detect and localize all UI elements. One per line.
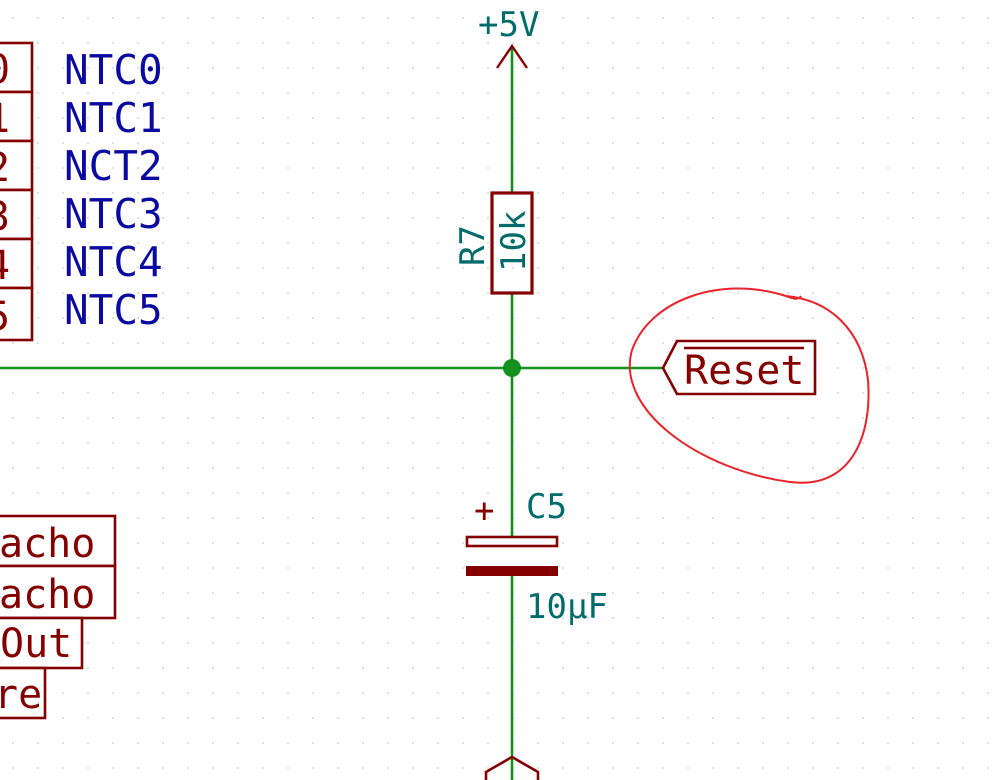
resistor-reference: R7 xyxy=(453,225,493,266)
power-arrow xyxy=(496,43,528,69)
pin-box-1[interactable] xyxy=(0,90,34,143)
port-label-1: acho xyxy=(0,521,95,567)
port-box-3[interactable] xyxy=(0,616,84,670)
left-port-labels: acho acho Out re xyxy=(0,514,117,720)
net-label-ntc5[interactable]: NTC5 xyxy=(64,286,163,334)
capacitor-plate-positive xyxy=(465,535,559,548)
resistor-r7[interactable]: R7 10k xyxy=(453,191,534,295)
port-label-4: re xyxy=(0,672,42,718)
net-label-ntc4[interactable]: NTC4 xyxy=(64,238,163,286)
power-label: +5V xyxy=(478,5,539,45)
pin-number-0: 0 xyxy=(0,47,10,93)
net-label-ntc1[interactable]: NTC1 xyxy=(64,94,163,142)
net-label-nct2[interactable]: NCT2 xyxy=(64,142,163,190)
resistor-body xyxy=(490,191,534,295)
annotation-circle xyxy=(629,287,870,484)
pin-number-4: 4 xyxy=(0,243,10,289)
pin-box-5[interactable] xyxy=(0,286,34,342)
port-label-3: Out xyxy=(0,621,72,667)
pin-box-0[interactable] xyxy=(0,41,34,94)
capacitor-value: 10µF xyxy=(526,587,608,627)
capacitor-plate-negative xyxy=(466,566,558,576)
wires xyxy=(0,48,663,780)
net-labels: NTC0 NTC1 NCT2 NTC3 NTC4 NTC5 xyxy=(64,46,163,334)
port-label-2: acho xyxy=(0,572,95,618)
pin-number-1: 1 xyxy=(0,96,10,142)
junction-dot[interactable] xyxy=(503,359,521,377)
power-symbol-5v[interactable]: +5V xyxy=(478,5,539,69)
pin-number-3: 3 xyxy=(0,194,10,240)
port-box-4[interactable] xyxy=(0,666,47,720)
pin-number-5: 5 xyxy=(0,294,10,340)
pin-box-3[interactable] xyxy=(0,188,34,241)
resistor-value: 10k xyxy=(494,211,534,272)
bottom-partial-symbol xyxy=(484,755,540,780)
net-label-ntc0[interactable]: NTC0 xyxy=(64,46,163,94)
reset-label-text: Reset xyxy=(684,348,804,394)
pin-number-2: 2 xyxy=(0,145,10,191)
port-box-1[interactable] xyxy=(0,514,117,568)
reset-hier-label[interactable]: Reset xyxy=(661,339,817,396)
capacitor-reference: C5 xyxy=(526,487,567,527)
capacitor-polarity-mark: + xyxy=(474,491,494,531)
connector-pins: 0 1 2 3 4 5 xyxy=(0,41,34,342)
capacitor-c5[interactable]: + C5 10µF xyxy=(465,487,608,627)
reset-label-outline xyxy=(661,339,817,396)
net-label-ntc3[interactable]: NTC3 xyxy=(64,190,163,238)
